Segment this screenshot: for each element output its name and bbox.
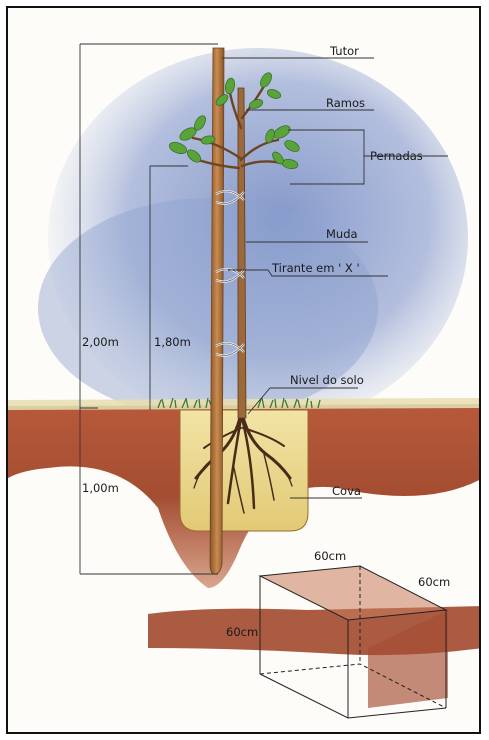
dimension-seedling-height: 1,80m	[154, 335, 191, 349]
label-cova: Cova	[332, 484, 361, 498]
illustration-frame: Tutor Ramos Pernadas Muda Tirante em ' X…	[6, 6, 481, 734]
label-tutor: Tutor	[329, 44, 359, 58]
label-ramos: Ramos	[326, 96, 365, 110]
dimension-pit-top: 60cm	[314, 549, 346, 563]
dimension-pit-depth: 60cm	[226, 625, 258, 639]
label-muda: Muda	[326, 227, 358, 241]
dimension-pit-side: 60cm	[418, 575, 450, 589]
label-pernadas: Pernadas	[370, 149, 423, 163]
dimension-depth: 1,00m	[82, 481, 119, 495]
label-nivel-solo: Nivel do solo	[290, 373, 364, 387]
label-tirante: Tirante em ' X '	[271, 261, 360, 275]
dimension-total-height: 2,00m	[82, 335, 119, 349]
planting-diagram: Tutor Ramos Pernadas Muda Tirante em ' X…	[8, 8, 481, 734]
